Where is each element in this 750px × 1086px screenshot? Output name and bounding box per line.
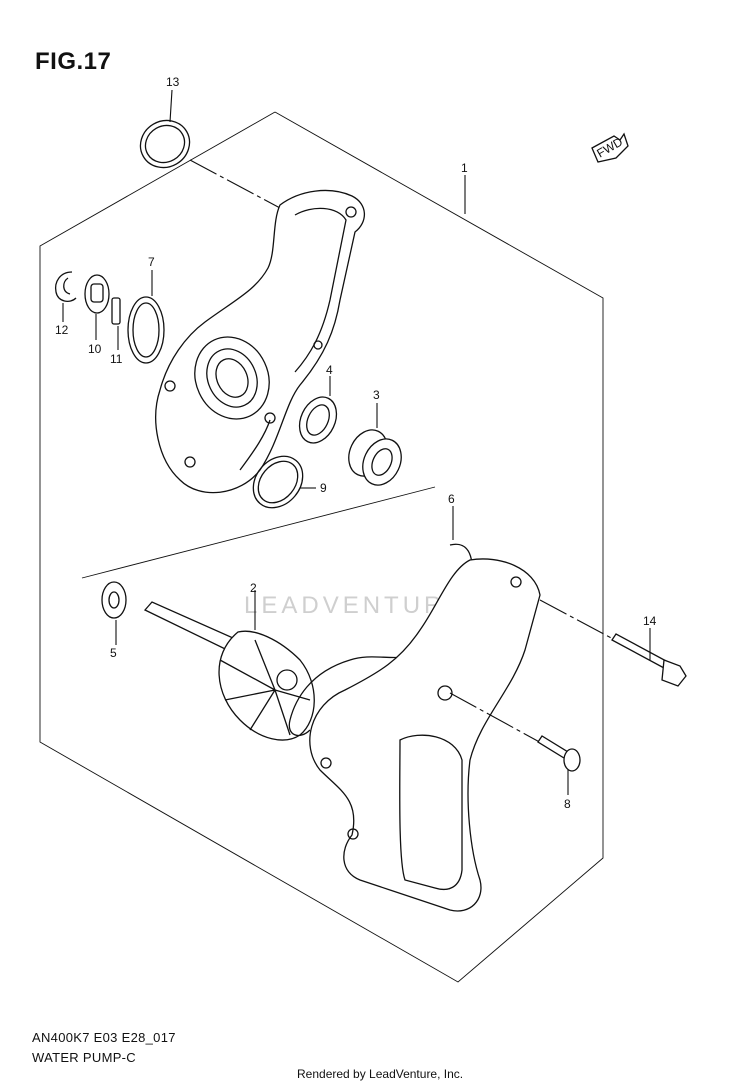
figure-title: FIG.17 xyxy=(35,48,112,75)
callout-5: 5 xyxy=(110,646,117,660)
part-12-e-clip xyxy=(54,271,77,322)
part-13-o-ring xyxy=(139,89,281,209)
part-1-pump-case-upper xyxy=(155,189,366,494)
part-5-washer xyxy=(101,581,127,645)
figure-name: WATER PUMP-C xyxy=(32,1050,136,1065)
callout-12: 12 xyxy=(55,323,69,337)
callout-14: 14 xyxy=(643,614,657,628)
callout-2: 2 xyxy=(250,581,257,595)
part-2-impeller-shaft xyxy=(143,590,315,741)
fwd-arrow-icon xyxy=(591,132,629,163)
callout-10: 10 xyxy=(88,342,102,356)
part-1-pump-case-lower xyxy=(309,558,616,912)
part-14-bolt xyxy=(611,628,687,687)
part-11-pin xyxy=(111,297,121,350)
part-8-screw xyxy=(537,735,581,795)
callout-1: 1 xyxy=(461,161,468,175)
callout-11: 11 xyxy=(110,352,123,366)
callout-4: 4 xyxy=(326,363,333,377)
callout-3: 3 xyxy=(373,388,380,402)
watermark-text: LEADVENTURE xyxy=(244,592,466,619)
part-4-oil-seal xyxy=(298,376,338,444)
divider-line xyxy=(81,486,436,579)
part-9-o-ring xyxy=(252,455,316,509)
part-3-mechanical-seal xyxy=(348,403,402,486)
figure-code: AN400K7 E03 E28_017 xyxy=(32,1030,176,1045)
part-7-o-ring xyxy=(127,270,165,364)
callout-7: 7 xyxy=(148,255,155,269)
part-10-washer xyxy=(84,274,110,340)
assembly-outline xyxy=(39,111,604,983)
credit-text: Rendered by LeadVenture, Inc. xyxy=(297,1067,464,1081)
callout-8: 8 xyxy=(564,797,571,811)
callout-9: 9 xyxy=(320,481,327,495)
callout-13: 13 xyxy=(166,75,180,89)
callout-6: 6 xyxy=(448,492,455,506)
